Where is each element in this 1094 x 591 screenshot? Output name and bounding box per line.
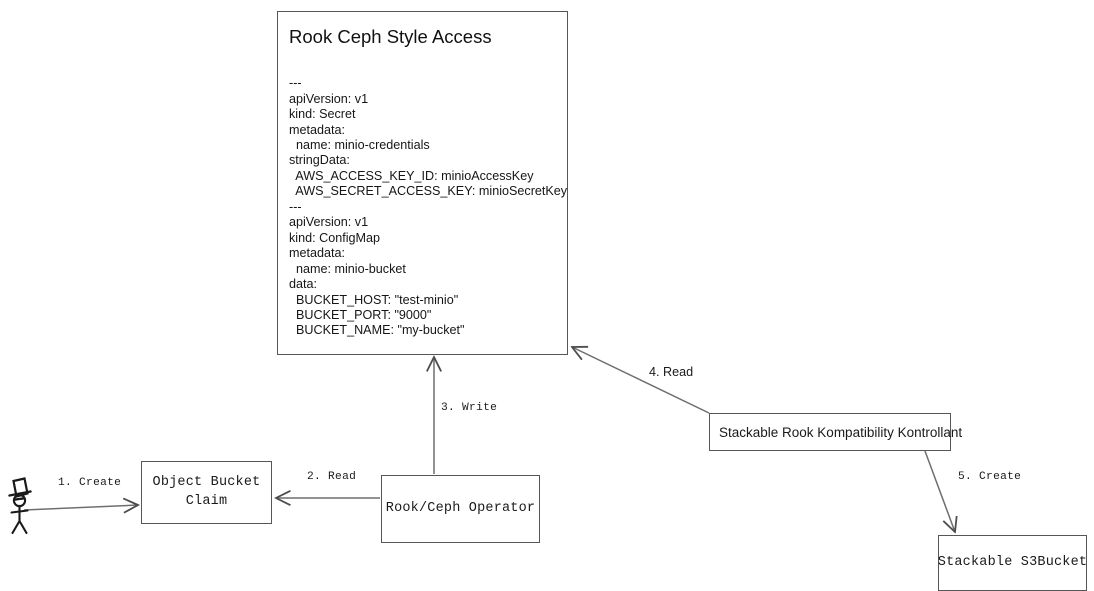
node-stackable-s3bucket[interactable]: Stackable S3Bucket <box>938 535 1087 591</box>
edge-label-create-s3bucket: 5. Create <box>958 471 1022 483</box>
node-kontrollant-label: Stackable Rook Kompatibility Kontrollant <box>719 424 963 440</box>
user-stick-figure-icon <box>8 477 32 535</box>
edge-create-claim <box>23 505 138 510</box>
node-rook-ceph-operator-label: Rook/Ceph Operator <box>385 500 536 516</box>
node-object-bucket-claim-label: Object Bucket Claim <box>152 475 261 509</box>
node-rook-ceph-operator[interactable]: Rook/Ceph Operator <box>381 475 540 543</box>
node-stackable-rook-kompatibility-kontrollant[interactable]: Stackable Rook Kompatibility Kontrollant <box>709 413 962 451</box>
rook-ceph-style-access-panel: Rook Ceph Style Access --- apiVersion: v… <box>277 11 568 355</box>
node-stackable-s3bucket-label: Stackable S3Bucket <box>937 554 1088 570</box>
yaml-manifest-text: --- apiVersion: v1 kind: Secret metadata… <box>289 76 568 338</box>
edge-label-read-access: 4. Read <box>649 365 694 379</box>
edge-create-s3bucket <box>924 450 955 532</box>
node-object-bucket-claim[interactable]: Object Bucket Claim <box>141 461 272 524</box>
edge-label-read-claim: 2. Read <box>307 471 357 483</box>
panel-title: Rook Ceph Style Access <box>289 26 492 47</box>
edge-label-write-access: 3. Write <box>441 402 498 414</box>
edge-label-create-claim: 1. Create <box>58 477 122 489</box>
edge-read-access <box>572 347 710 414</box>
